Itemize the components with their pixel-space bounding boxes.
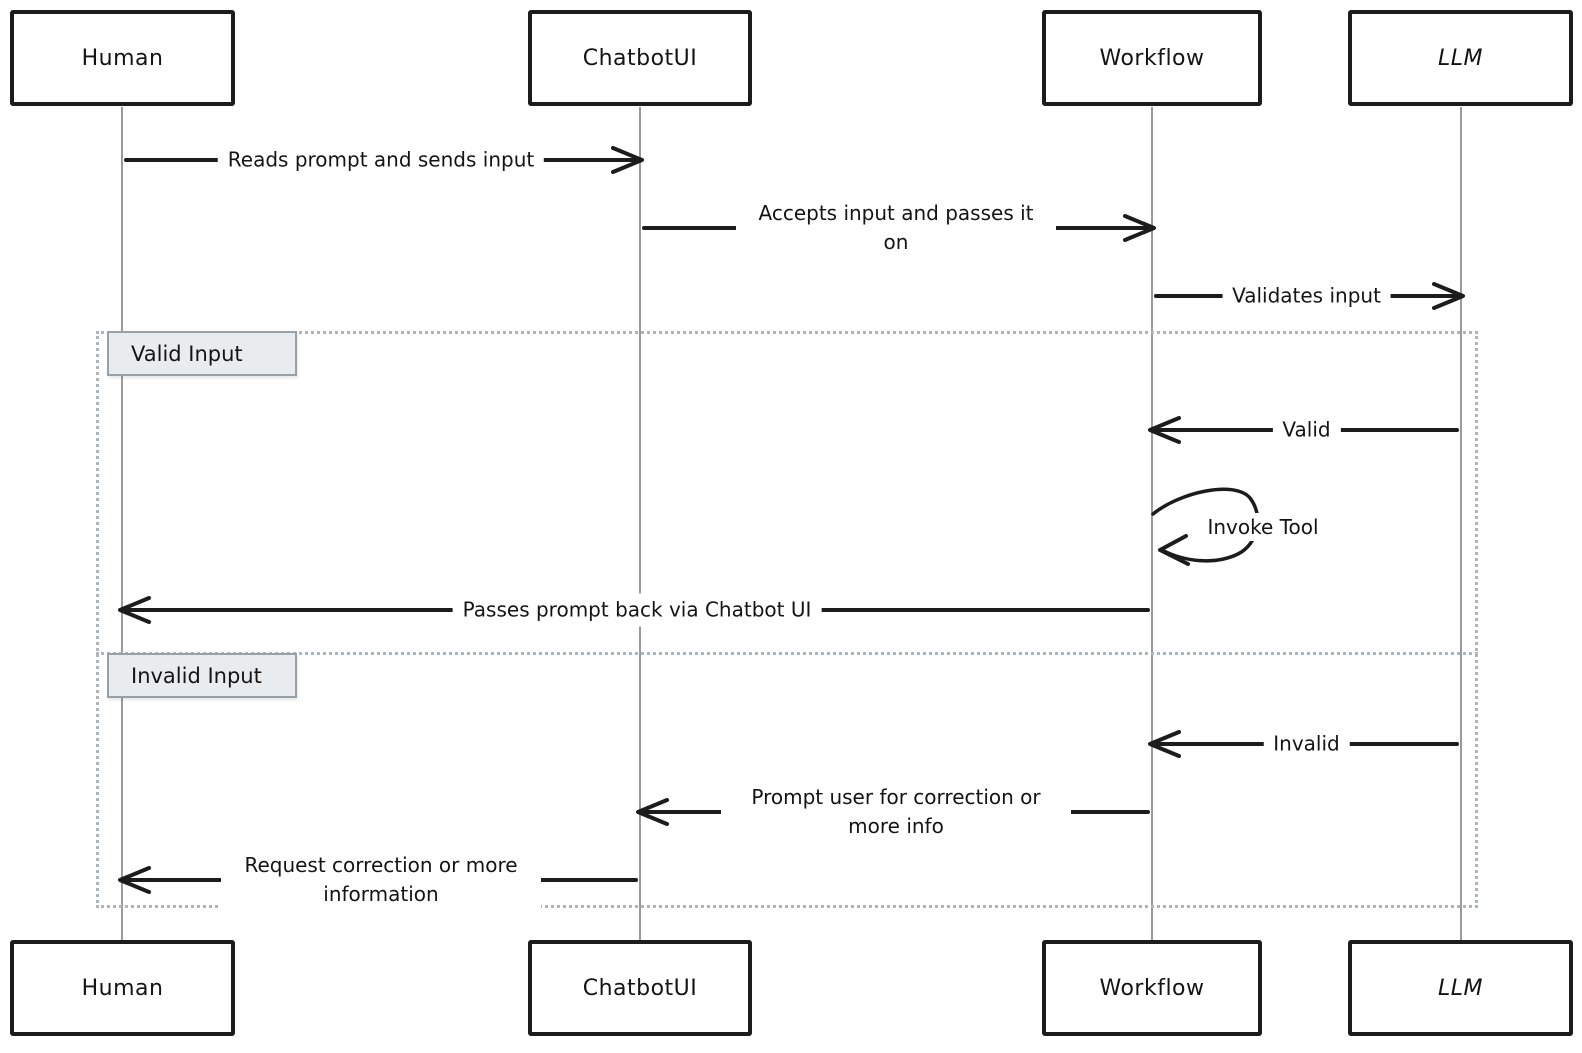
actor-box-workflow-bottom: Workflow	[1042, 940, 1262, 1036]
section-label-invalid-input: Invalid Input	[107, 653, 297, 698]
lifeline-human	[121, 107, 123, 940]
message-label: Validates input	[1222, 279, 1391, 313]
message-reads-prompt: Reads prompt and sends input	[122, 143, 644, 177]
message-invalid: Invalid	[1148, 727, 1461, 761]
message-invoke-tool-label: Invoke Tool	[1199, 513, 1327, 541]
arrowhead-right-icon	[611, 146, 644, 174]
message-label: Valid	[1272, 413, 1341, 447]
lifeline-workflow	[1151, 107, 1153, 940]
message-prompt-user-correction: Prompt user for correction or more info	[636, 781, 1152, 843]
arrowhead-left-icon	[636, 798, 669, 826]
lifeline-llm	[1460, 107, 1462, 940]
actor-box-human-top: Human	[10, 10, 235, 106]
arrowhead-right-icon	[1123, 214, 1156, 242]
actor-box-chatbotui-bottom: ChatbotUI	[528, 940, 752, 1036]
message-label: Passes prompt back via Chatbot UI	[452, 593, 822, 627]
actor-box-llm-top: LLM	[1348, 10, 1573, 106]
alt-frame	[96, 331, 1478, 908]
arrowhead-right-icon	[1432, 282, 1465, 310]
actor-box-llm-bottom: LLM	[1348, 940, 1573, 1036]
arrowhead-left-icon	[118, 596, 151, 624]
lifeline-chatbotui	[639, 107, 641, 940]
actor-box-chatbotui-top: ChatbotUI	[528, 10, 752, 106]
message-label: Reads prompt and sends input	[217, 143, 545, 177]
message-passes-prompt-back: Passes prompt back via Chatbot UI	[118, 593, 1152, 627]
message-label: Accepts input and passes it on	[736, 197, 1056, 259]
message-validates-input: Validates input	[1152, 279, 1465, 313]
message-valid: Valid	[1148, 413, 1461, 447]
arrowhead-left-icon	[1148, 416, 1181, 444]
message-request-correction: Request correction or more information	[118, 849, 640, 911]
message-label: Request correction or more information	[221, 849, 541, 911]
message-accepts-input: Accepts input and passes it on	[640, 197, 1156, 259]
section-label-valid-input: Valid Input	[107, 331, 297, 376]
actor-box-human-bottom: Human	[10, 940, 235, 1036]
arrowhead-left-icon	[118, 866, 151, 894]
actor-box-workflow-top: Workflow	[1042, 10, 1262, 106]
message-label: Invalid	[1263, 727, 1350, 761]
message-label: Prompt user for correction or more info	[721, 781, 1071, 843]
arrowhead-left-icon	[1148, 730, 1181, 758]
alt-frame-divider	[96, 652, 1478, 655]
